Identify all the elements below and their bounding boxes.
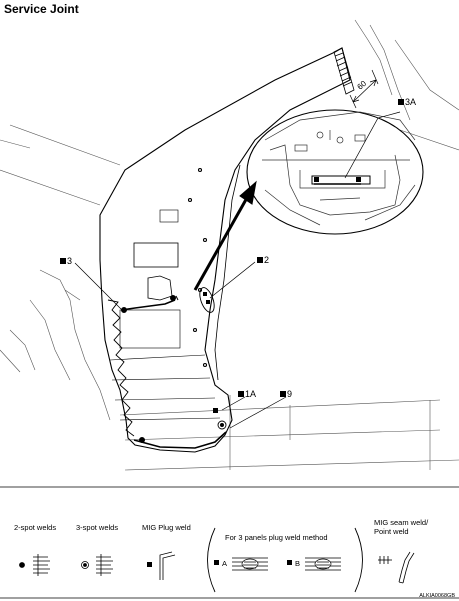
callout-2: 2 xyxy=(264,255,269,265)
figure-code: ALKIA0068GB xyxy=(419,593,455,599)
page-title: Service Joint xyxy=(4,2,79,16)
side-panel xyxy=(99,47,351,453)
two-spot-weld-icon xyxy=(19,554,50,576)
detail-arrow xyxy=(193,180,257,291)
weld-seams xyxy=(121,287,227,449)
legend-mig-seam-line1: MIG seam weld/ xyxy=(374,518,429,527)
hatched-joint-strip xyxy=(333,47,355,95)
legend-mig-seam-line2: Point weld xyxy=(374,527,409,536)
callout-1a: 1A xyxy=(245,389,256,399)
legend-three-spot-welds: 3-spot welds xyxy=(76,523,119,532)
legend-mig-plug-weld: MIG Plug weld xyxy=(142,523,191,532)
detail-zoom-circle xyxy=(246,109,424,235)
legend-mig-seam-weld: MIG seam weld/ Point weld xyxy=(374,518,428,536)
panel-b-label: B xyxy=(295,559,300,568)
callout-markers xyxy=(60,99,404,397)
callout-3: 3 xyxy=(67,256,72,266)
callout-9: 9 xyxy=(287,389,292,399)
legend-three-panels: For 3 panels plug weld method xyxy=(225,533,328,542)
dimension-label: 60 xyxy=(356,79,369,92)
panel-a-weld-icon xyxy=(214,557,268,571)
mig-plug-weld-icon xyxy=(147,551,176,580)
legend-two-spot-welds: 2-spot welds xyxy=(14,523,57,532)
three-spot-weld-icon xyxy=(81,554,113,576)
bracket-right xyxy=(354,527,363,593)
panel-a-label: A xyxy=(222,559,227,568)
dimension-60 xyxy=(349,69,379,109)
callout-leaders xyxy=(74,261,287,429)
panel-b-weld-icon xyxy=(287,557,341,571)
callout-3a: 3A xyxy=(405,97,416,107)
bracket-left xyxy=(207,527,216,593)
legend-box xyxy=(0,486,459,599)
mig-seam-weld-icon xyxy=(378,551,415,584)
